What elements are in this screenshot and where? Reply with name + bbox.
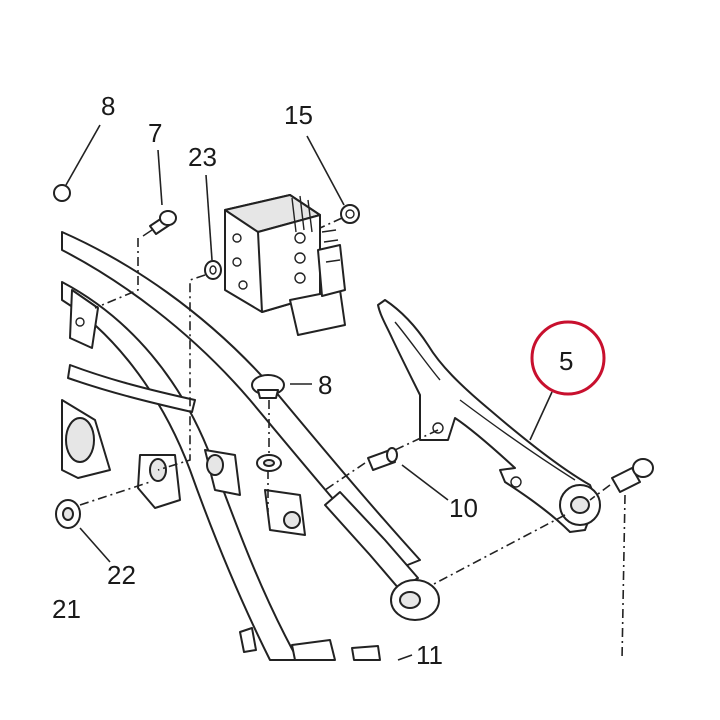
callout-23: 23 <box>188 142 217 172</box>
grommet-8-top <box>53 184 71 202</box>
callout-10: 10 <box>449 493 478 523</box>
callout-5: 5 <box>559 346 573 376</box>
screw-7 <box>142 210 177 237</box>
highlight-circle <box>530 320 606 396</box>
nut-15 <box>340 204 360 224</box>
rectifier-module <box>224 194 346 336</box>
callout-8-mid: 8 <box>318 370 332 400</box>
callout-22: 22 <box>107 560 136 590</box>
bolt-10 <box>367 447 398 471</box>
callout-8-top: 8 <box>101 91 115 121</box>
callout-labels: 8 7 23 15 8 5 10 22 21 11 <box>52 91 573 670</box>
grommet-22 <box>55 499 81 529</box>
washer-23 <box>204 260 222 280</box>
part-5-bracket <box>377 299 601 533</box>
grommet-8-mid <box>251 374 285 472</box>
bolt-right <box>611 458 654 493</box>
assembly-lines <box>79 217 626 661</box>
callout-21: 21 <box>52 594 81 624</box>
callout-15: 15 <box>284 100 313 130</box>
leader-lines <box>65 124 553 661</box>
callout-7: 7 <box>148 118 162 148</box>
callout-11: 11 <box>416 640 443 670</box>
